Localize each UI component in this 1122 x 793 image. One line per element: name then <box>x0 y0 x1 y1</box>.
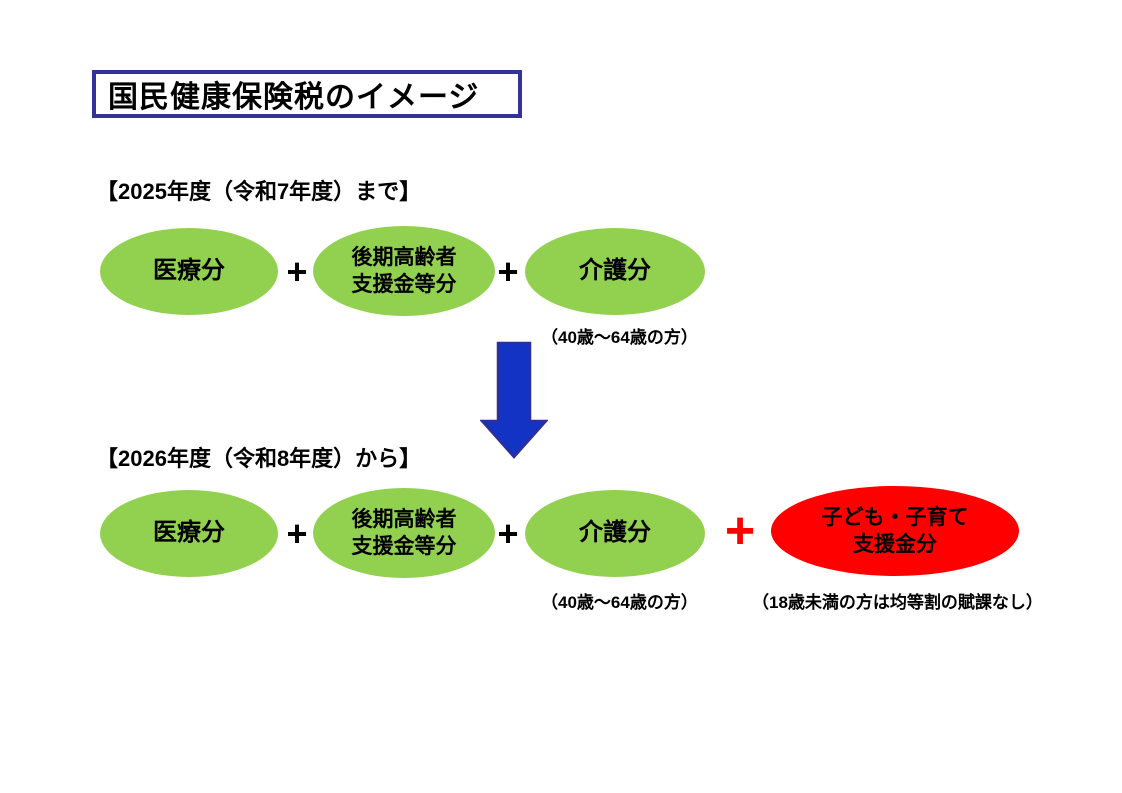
ellipse-support-2026-label-line2: 支援金等分 <box>351 535 457 558</box>
ellipse-care-2026: 介護分 <box>525 490 705 577</box>
ellipse-medical-2026-label: 医療分 <box>153 519 225 547</box>
ellipse-support-2025: 後期高齢者 支援金等分 <box>313 226 495 316</box>
plus-icon: + <box>286 513 308 554</box>
plus-icon: + <box>497 251 519 292</box>
section-heading-2026: 【2026年度（令和8年度）から】 <box>96 446 422 471</box>
ellipse-medical-2025: 医療分 <box>100 228 278 315</box>
ellipse-medical-2025-label: 医療分 <box>153 257 225 285</box>
care-age-note-2025: （40歳～64歳の方） <box>541 328 698 347</box>
ellipse-support-2025-label-line1: 後期高齢者 <box>351 246 457 269</box>
ellipse-medical-2026: 医療分 <box>100 490 278 577</box>
ellipse-care-2025-label: 介護分 <box>579 257 651 285</box>
care-age-note-2026: （40歳～64歳の方） <box>541 593 698 612</box>
ellipse-care-2026-label: 介護分 <box>579 519 651 547</box>
title-box: 国民健康保険税のイメージ <box>92 70 522 118</box>
ellipse-child-support-label-line1: 子ども・子育て <box>821 506 969 529</box>
ellipse-child-support-label-line2: 支援金分 <box>853 533 937 556</box>
page-title: 国民健康保険税のイメージ <box>108 81 480 114</box>
ellipse-support-2026-label-line1: 後期高齢者 <box>351 508 457 531</box>
down-arrow-shape <box>480 341 548 459</box>
ellipse-support-2026: 後期高齢者 支援金等分 <box>313 488 495 578</box>
plus-icon: + <box>286 251 308 292</box>
red-plus-icon: + <box>724 502 756 560</box>
down-arrow-icon <box>480 341 548 459</box>
plus-icon: + <box>497 513 519 554</box>
ellipse-care-2025: 介護分 <box>525 228 705 315</box>
ellipse-child-support-2026: 子ども・子育て 支援金分 <box>771 486 1019 576</box>
child-support-note: （18歳未満の方は均等割の賦課なし） <box>752 593 1043 612</box>
ellipse-support-2025-label-line2: 支援金等分 <box>351 273 457 296</box>
section-heading-2025: 【2025年度（令和7年度）まで】 <box>96 179 422 204</box>
